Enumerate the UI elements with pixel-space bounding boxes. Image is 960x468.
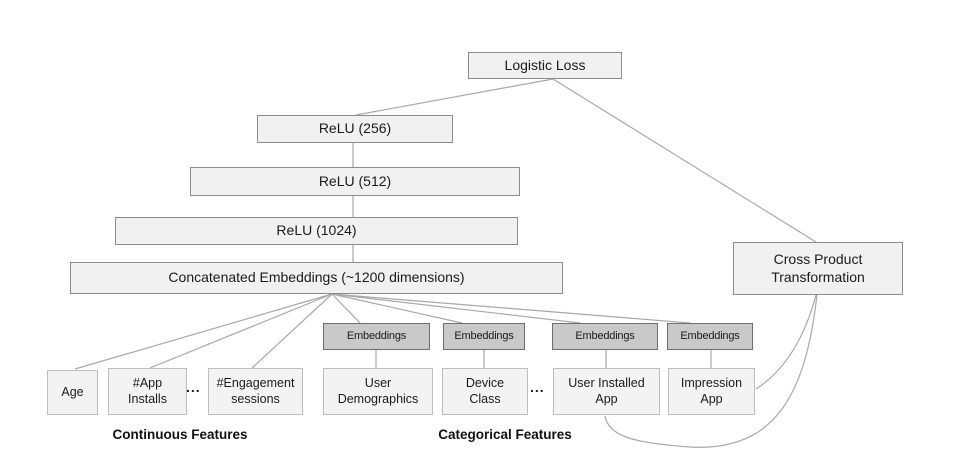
- node-cross-product-transformation: Cross Product Transformation: [733, 242, 903, 295]
- edge-concat-embeddings3: [331, 293, 581, 324]
- node-embeddings-impression-app: Embeddings: [667, 323, 753, 350]
- node-relu-512: ReLU (512): [190, 167, 520, 196]
- edge-concat-age: [74, 293, 333, 370]
- edge-concat-embeddings2: [331, 293, 463, 324]
- edge-concat-embeddings4: [331, 293, 691, 324]
- node-embeddings-user-installed-app: Embeddings: [552, 323, 658, 350]
- edge-concat-appinstalls: [149, 293, 333, 369]
- node-impression-app: Impression App: [668, 368, 755, 415]
- edge-logisticloss-crossproduct: [552, 78, 817, 243]
- node-relu-256: ReLU (256): [257, 115, 453, 143]
- continuous-features-ellipsis: ...: [186, 379, 201, 395]
- node-device-class: Device Class: [442, 368, 528, 415]
- node-age: Age: [47, 370, 98, 415]
- node-user-installed-app: User Installed App: [553, 368, 660, 415]
- continuous-features-label: Continuous Features: [112, 427, 248, 442]
- edge-crossproduct-userinstalledapp: [604, 294, 818, 448]
- node-embeddings-user-demographics: Embeddings: [323, 323, 430, 350]
- edge-concat-engagement: [251, 293, 333, 369]
- node-engagement-sessions: #Engagement sessions: [208, 368, 303, 415]
- node-embeddings-device-class: Embeddings: [443, 323, 525, 350]
- edge-crossproduct-impressionapp: [755, 294, 817, 390]
- edge-concat-embeddings1: [331, 293, 361, 324]
- node-user-demographics: User Demographics: [323, 368, 433, 415]
- node-concatenated-embeddings: Concatenated Embeddings (~1200 dimension…: [70, 262, 563, 294]
- node-app-installs: #App Installs: [108, 368, 187, 415]
- node-logistic-loss: Logistic Loss: [468, 52, 622, 79]
- node-relu-1024: ReLU (1024): [115, 217, 518, 245]
- categorical-features-label: Categorical Features: [438, 427, 572, 442]
- edge-logisticloss-relu256: [355, 78, 554, 116]
- categorical-features-ellipsis: ...: [530, 379, 545, 395]
